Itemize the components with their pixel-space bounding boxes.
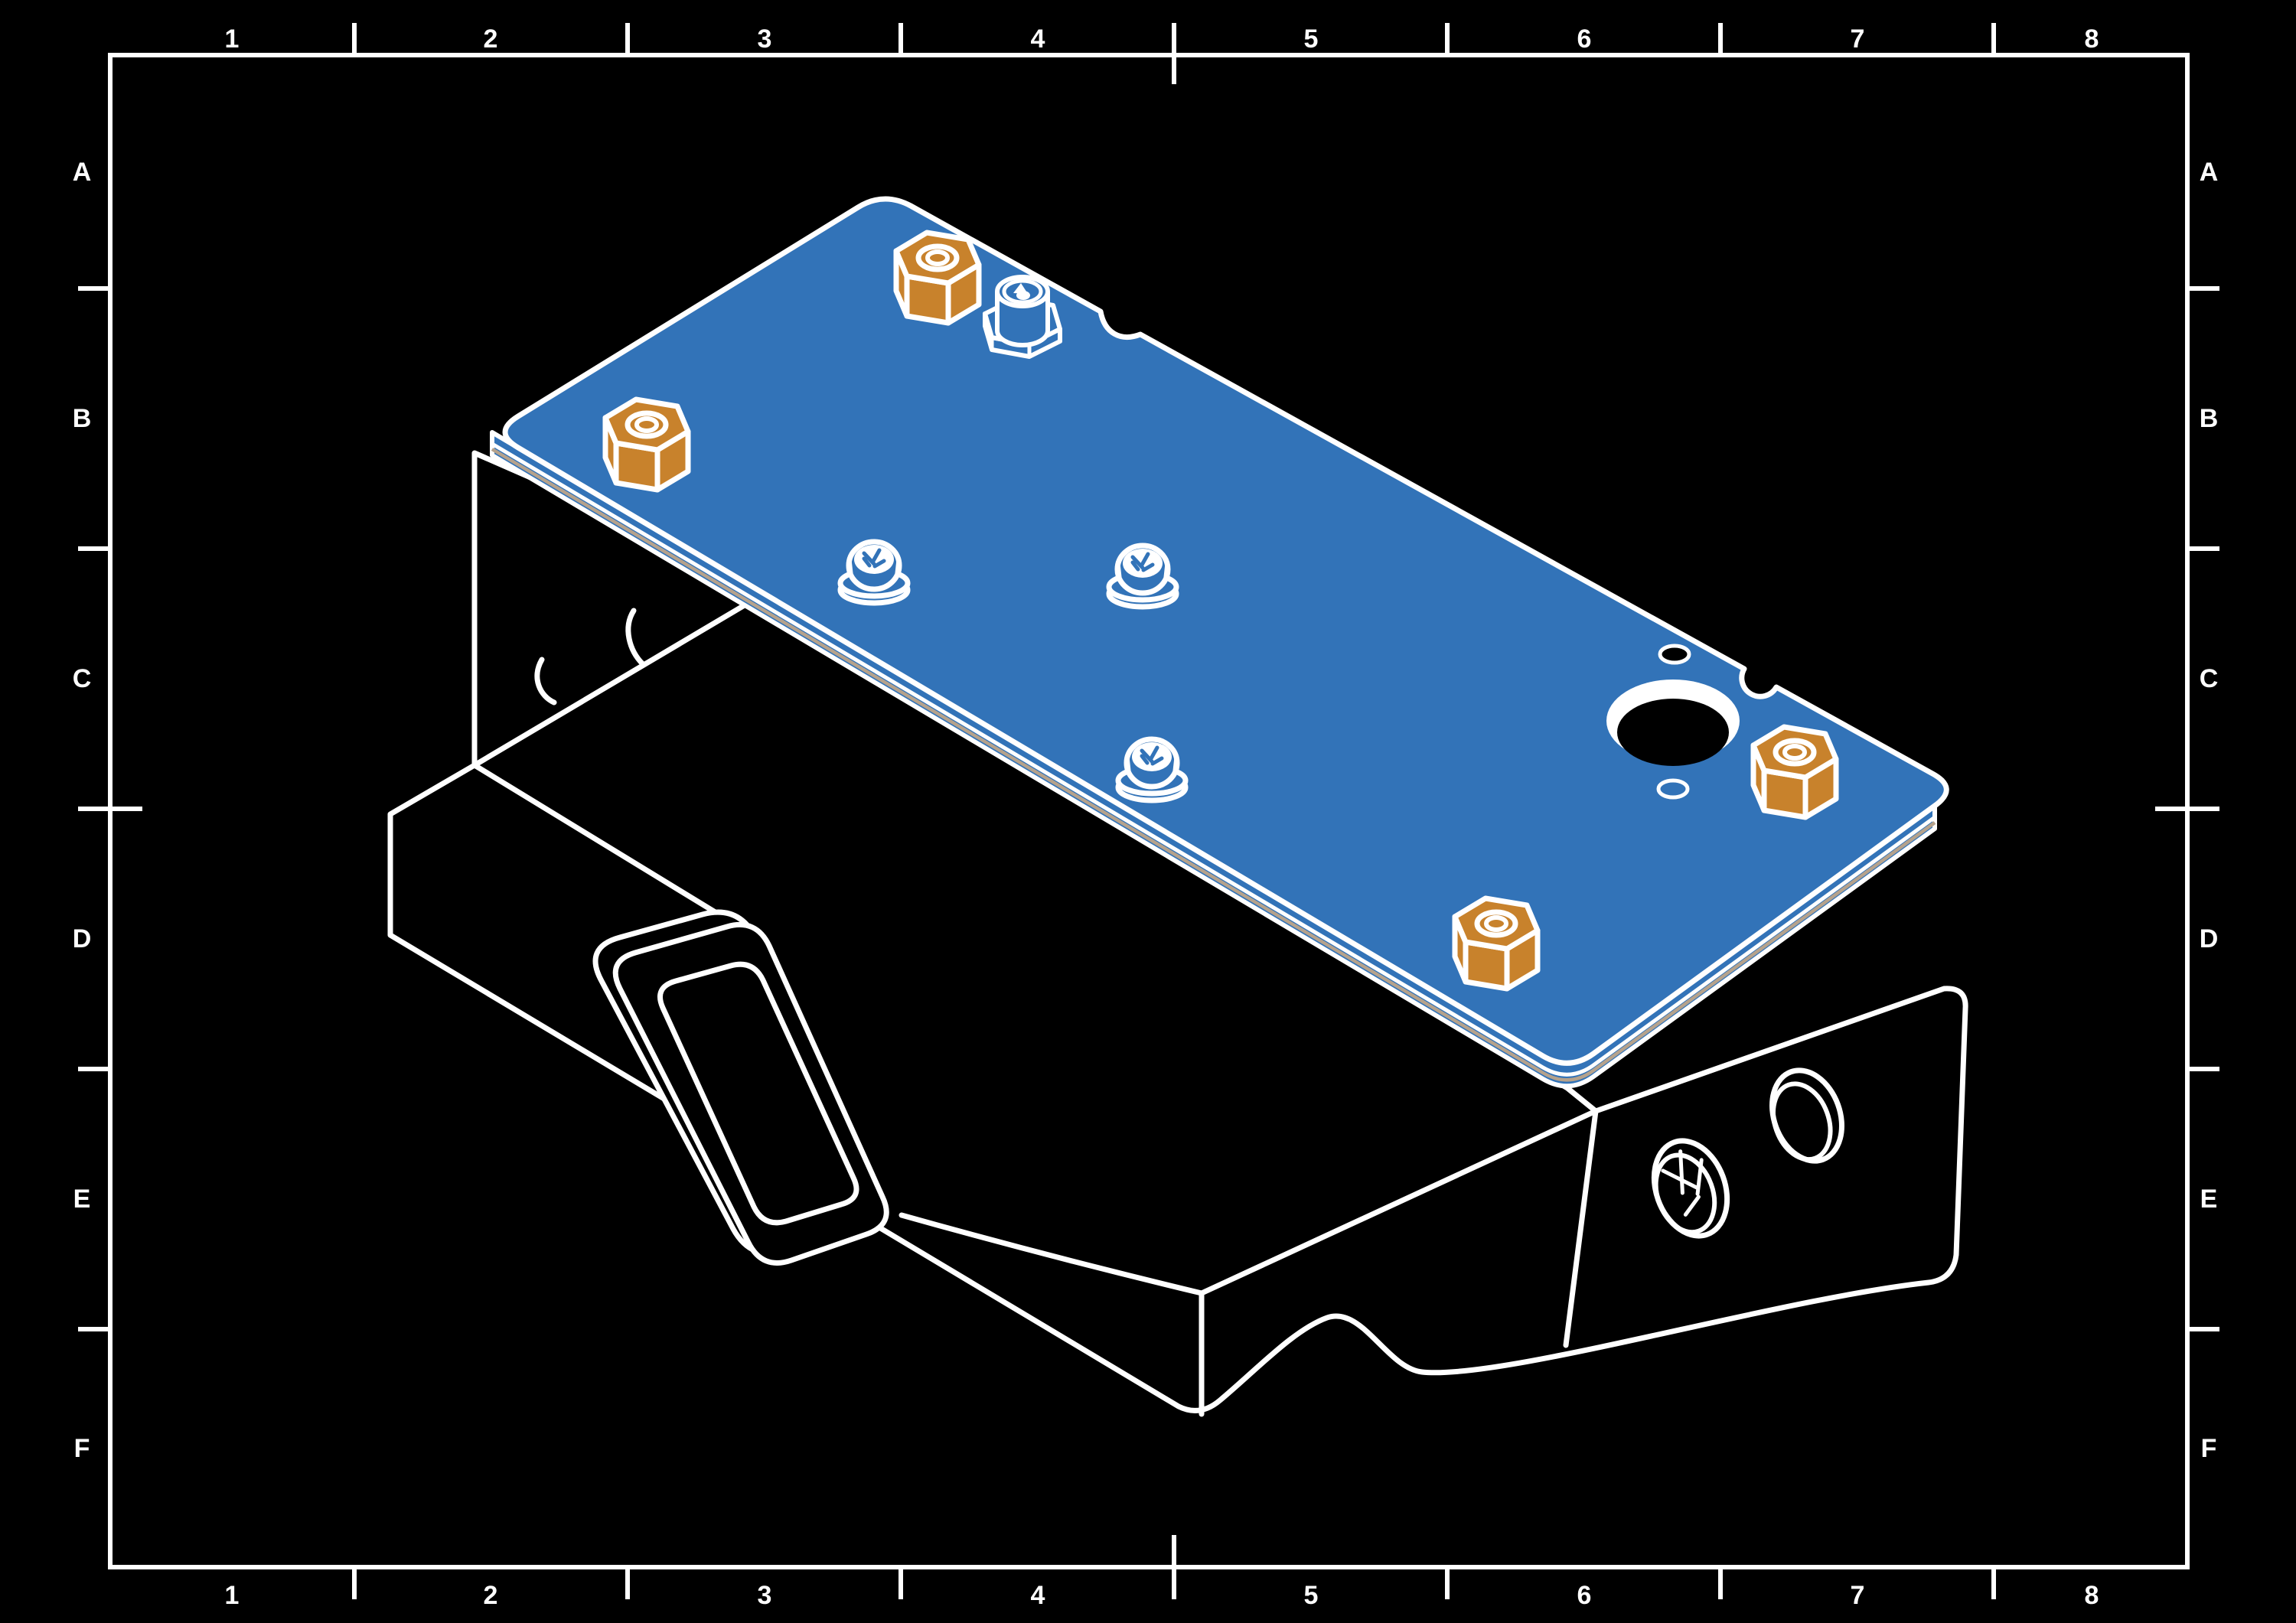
zone-labels-left: A B C D E F [73, 158, 92, 1463]
zone-label-col-top-4: 4 [1031, 24, 1045, 54]
body-right-crease [1563, 1108, 1599, 1348]
zone-label-col-bottom-8: 8 [2085, 1581, 2099, 1610]
body-top-left-edge [471, 591, 767, 768]
plate-top-face [502, 196, 1949, 1066]
zone-label-col-top-8: 8 [2085, 24, 2099, 54]
zone-label-row-left-B: B [73, 404, 92, 433]
body-detail-curl-2 [534, 657, 557, 706]
zone-labels-bottom: 1 2 3 4 5 6 7 8 [225, 1581, 2099, 1610]
zone-ticks [78, 23, 2219, 1599]
side-port-hole-plain [1769, 1067, 1844, 1164]
zone-label-col-bottom-5: 5 [1304, 1581, 1319, 1610]
body-silhouette [387, 450, 1968, 1413]
plate-laminate-line-tan [491, 448, 1936, 1082]
zone-label-col-top-2: 2 [484, 24, 498, 54]
plate-small-blind-hole [1656, 778, 1690, 800]
zone-label-col-bottom-2: 2 [484, 1581, 498, 1610]
zone-label-row-right-F: F [2201, 1434, 2217, 1463]
zone-label-col-bottom-6: 6 [1577, 1581, 1592, 1610]
hex-standoff [1753, 727, 1836, 817]
plate-small-through-hole [1658, 644, 1691, 665]
zone-label-row-right-C: C [2200, 664, 2219, 693]
border-frame: 1 2 3 4 5 6 7 8 1 2 3 4 5 6 7 8 A B C D E F A B C D E F [73, 23, 2219, 1610]
hex-standoff [1455, 898, 1538, 989]
body-front-crease [899, 1212, 1205, 1296]
body-front-rim [1199, 1108, 1599, 1296]
hex-standoff [896, 233, 979, 323]
coax-connector [983, 275, 1062, 359]
zone-label-col-bottom-1: 1 [225, 1581, 240, 1610]
zone-label-row-left-D: D [73, 924, 92, 953]
zone-label-row-left-A: A [73, 158, 92, 187]
enclosure-body [387, 450, 1968, 1417]
zone-label-col-bottom-4: 4 [1031, 1581, 1045, 1610]
zone-label-col-top-3: 3 [758, 24, 772, 54]
zone-labels-top: 1 2 3 4 5 6 7 8 [225, 24, 2099, 54]
connector-inner-rim [1002, 279, 1043, 305]
zone-label-col-top-1: 1 [225, 24, 240, 54]
zone-label-row-left-F: F [74, 1434, 90, 1463]
body-detail-curl-1 [625, 608, 646, 667]
side-port-hole-threaded [1651, 1138, 1730, 1239]
front-port-bezel [592, 909, 889, 1266]
top-plate [490, 196, 1949, 1089]
zone-label-row-right-B: B [2200, 404, 2219, 433]
zone-label-col-top-6: 6 [1577, 24, 1592, 54]
zone-label-col-bottom-3: 3 [758, 1581, 772, 1610]
zone-label-row-right-E: E [2200, 1185, 2218, 1214]
zone-label-col-top-7: 7 [1851, 24, 1865, 54]
connector-pin [1016, 291, 1030, 300]
zone-label-col-top-5: 5 [1304, 24, 1319, 54]
zone-label-row-left-E: E [73, 1185, 91, 1214]
side-port-holes [1651, 1067, 1844, 1239]
plate-bore-hole [1606, 680, 1740, 766]
hex-standoff [605, 399, 688, 490]
bezel-recess [657, 961, 859, 1226]
zone-labels-right: A B C D E F [2200, 158, 2219, 1463]
zone-label-col-bottom-7: 7 [1851, 1581, 1865, 1610]
zone-label-row-right-A: A [2200, 158, 2219, 187]
zone-label-row-left-C: C [73, 664, 92, 693]
plate-laminate-line-white [491, 442, 1936, 1077]
zone-label-row-right-D: D [2200, 924, 2219, 953]
